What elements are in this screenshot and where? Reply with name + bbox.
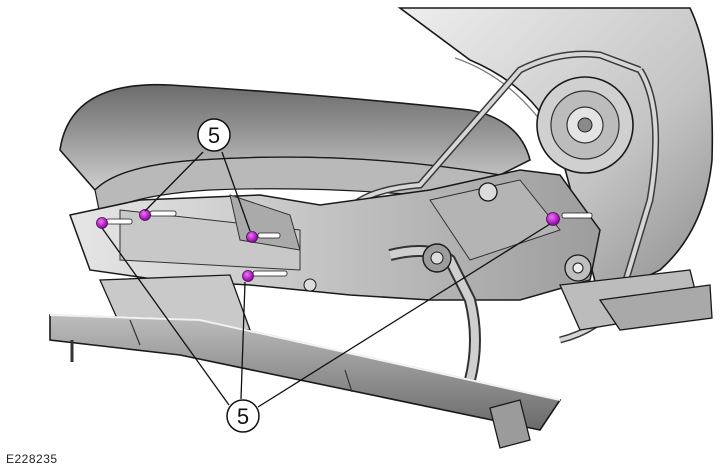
- recliner-mechanism: [536, 76, 634, 174]
- leader-lines-lower: [101, 223, 551, 408]
- fastener-icon: [96, 217, 133, 229]
- seat-track-rail: [49, 314, 562, 449]
- seat-back: [397, 7, 714, 302]
- fasteners: [96, 209, 593, 282]
- lower-bracket-front: [99, 274, 251, 331]
- callout-number: 5: [237, 404, 249, 429]
- leader-lines-upper: [144, 151, 251, 232]
- fastener-icon: [139, 209, 177, 221]
- figure-id-label: E228235: [6, 452, 58, 466]
- callout-upper: 5: [197, 118, 231, 152]
- fastener-icon: [246, 231, 281, 243]
- seat-track-rail-rear: [598, 284, 713, 331]
- callout-lower: 5: [226, 399, 260, 433]
- callout-number: 5: [208, 123, 220, 148]
- fastener-icon: [242, 270, 288, 282]
- fastener-icon: [546, 212, 593, 226]
